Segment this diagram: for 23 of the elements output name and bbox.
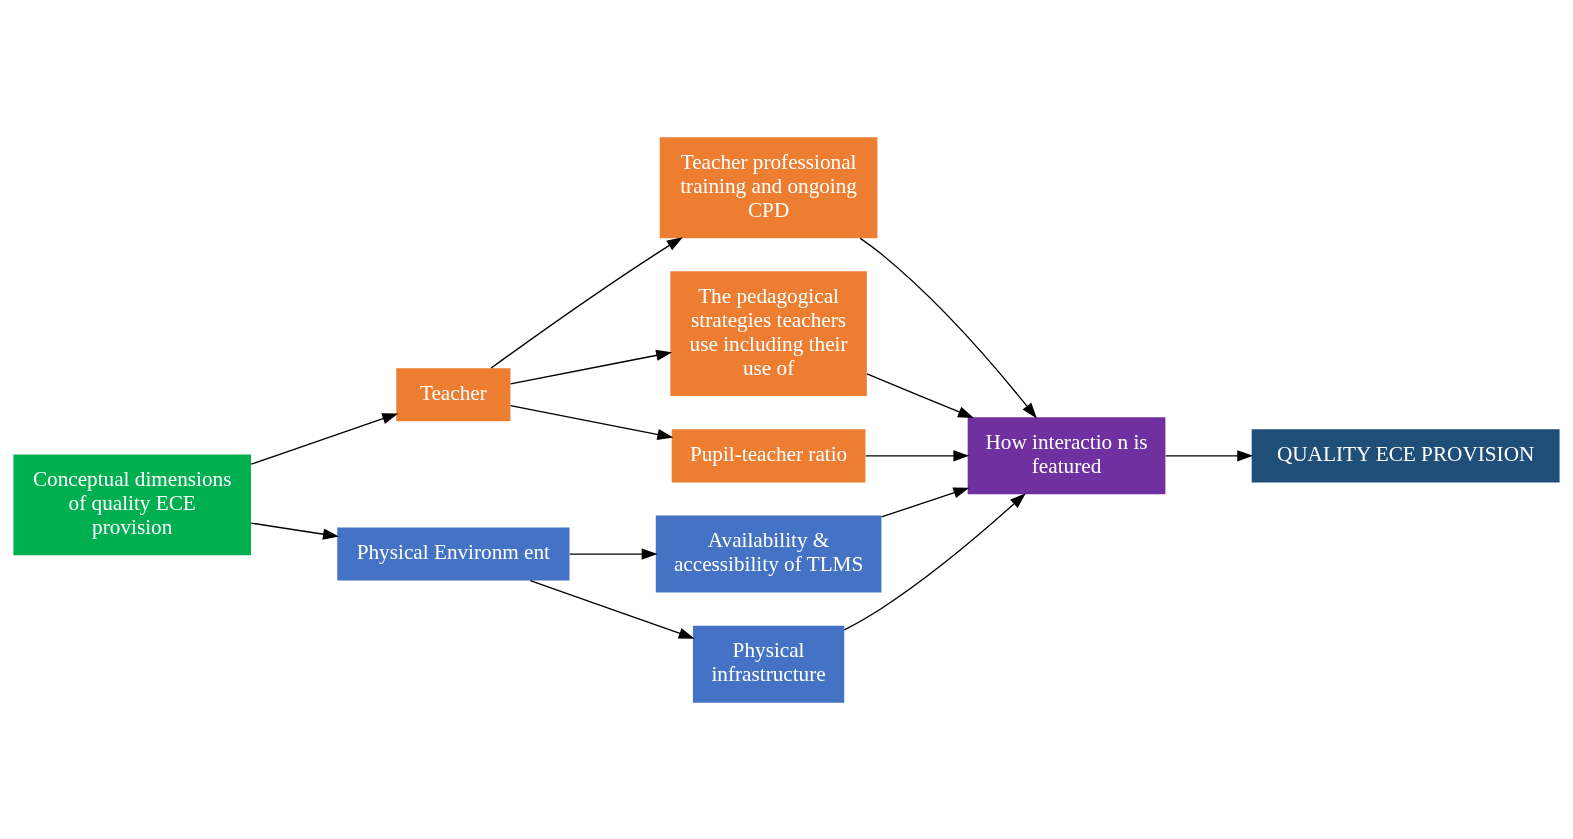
- arrow: [509, 404, 674, 440]
- arrow: [490, 236, 683, 369]
- arrow: [250, 412, 399, 465]
- node-box: Availability & accessibility of TLMS: [655, 515, 882, 593]
- arrow: [865, 449, 970, 461]
- node-box: Teacher professional training and ongoing CPD: [659, 136, 878, 238]
- arrow: [250, 521, 339, 540]
- arrow: [1164, 449, 1254, 461]
- node-box: Physical Environm ent: [337, 527, 570, 581]
- node-box: QUALITY ECE PROVISION: [1251, 428, 1560, 482]
- arrow: [509, 349, 673, 385]
- arrow: [880, 486, 970, 518]
- arrow: [843, 492, 1026, 631]
- node-box: Conceptual dimensions of quality ECE provision: [13, 454, 251, 555]
- node-box: The pedagogical strategies teachers use including their use of: [670, 270, 867, 396]
- node-box: Teacher: [396, 367, 511, 421]
- arrow: [859, 237, 1037, 419]
- node-box: Physical infrastructure: [692, 625, 845, 703]
- arrow: [529, 579, 695, 639]
- arrow: [569, 547, 658, 560]
- node-box: How interactio n is featured: [967, 416, 1166, 494]
- node-box: Pupil-teacher ratio: [671, 428, 866, 482]
- arrow: [866, 372, 974, 418]
